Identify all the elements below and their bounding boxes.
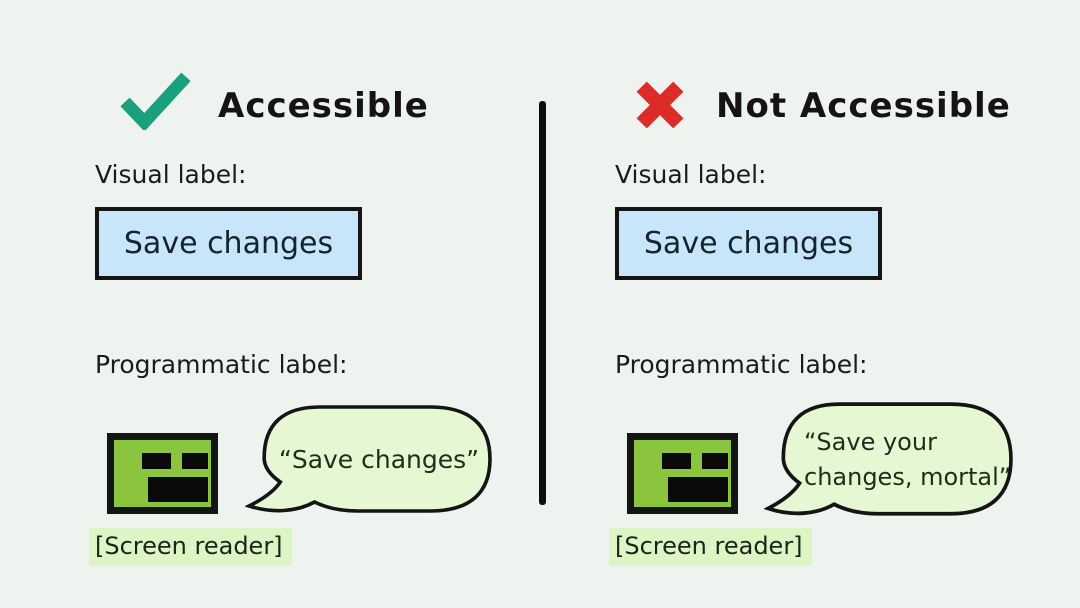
screen-reader-tag: [Screen reader] (89, 528, 292, 566)
screen-reader-face-icon (627, 433, 738, 514)
accessible-heading: Accessible (218, 86, 429, 126)
visual-label-caption: Visual label: (95, 160, 247, 189)
screen-reader-tag: [Screen reader] (609, 528, 812, 566)
x-icon (636, 81, 684, 129)
face-right-eye (182, 453, 208, 469)
check-icon (120, 72, 190, 130)
save-changes-button[interactable]: Save changes (615, 207, 882, 280)
column-divider (539, 101, 546, 505)
visual-label-caption: Visual label: (615, 160, 767, 189)
screen-reader-face-icon (107, 433, 218, 514)
face-left-eye (662, 453, 691, 469)
speech-bubble-line: “Save changes” (278, 444, 480, 474)
speech-bubble-line: changes, mortal” (804, 463, 1012, 491)
face-right-eye (702, 453, 728, 469)
face-mouth (148, 477, 208, 502)
save-changes-button-label: Save changes (643, 226, 854, 261)
speech-bubble (245, 405, 492, 513)
face-left-eye (142, 453, 171, 469)
speech-bubble-text: “Save your changes, mortal” (804, 412, 1012, 508)
speech-bubble-shape (245, 405, 492, 513)
programmatic-label-caption: Programmatic label: (95, 350, 348, 379)
save-changes-button[interactable]: Save changes (95, 207, 362, 280)
not-accessible-heading: Not Accessible (716, 86, 1011, 126)
programmatic-label-caption: Programmatic label: (615, 350, 868, 379)
face-mouth (668, 477, 728, 502)
speech-bubble (764, 402, 1013, 516)
speech-bubble-line: “Save your (804, 428, 937, 456)
speech-bubble-text: “Save changes” (279, 410, 479, 508)
save-changes-button-label: Save changes (123, 226, 334, 261)
speech-bubble-shape (764, 402, 1013, 516)
